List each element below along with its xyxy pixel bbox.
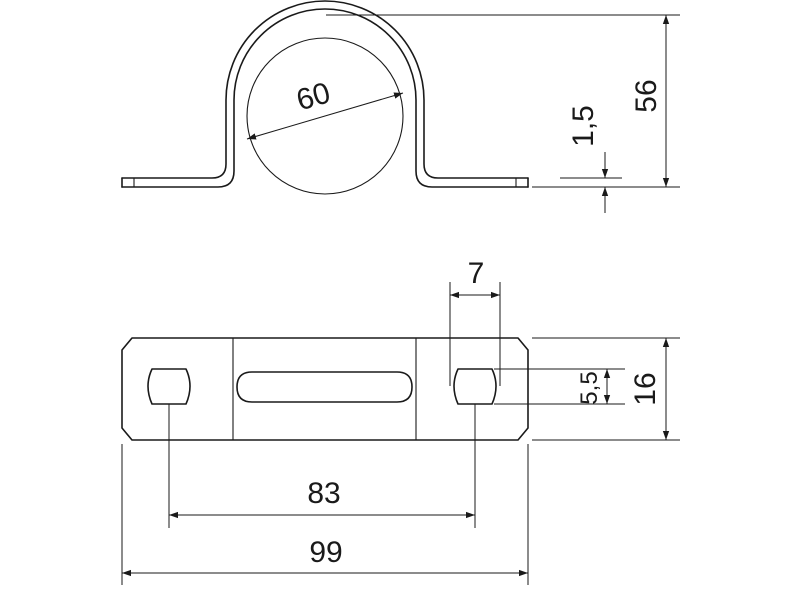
- center-rib: [236, 371, 413, 403]
- thickness-label: 1,5: [567, 105, 600, 147]
- slot-label: 7: [468, 257, 485, 290]
- mounting-hole-left: [147, 368, 191, 405]
- strap-inner-profile: [121, 0, 529, 179]
- hole-label: 5,5: [576, 371, 603, 404]
- width-label: 16: [629, 372, 662, 405]
- height-label: 56: [630, 79, 663, 112]
- side-view: 60 1,5 56: [121, 0, 680, 213]
- mounting-hole-right: [453, 368, 497, 405]
- diameter-label: 60: [293, 76, 334, 117]
- strap-outline: [121, 337, 529, 441]
- length-label: 99: [309, 536, 342, 569]
- top-view: 7 5,5 16 83 99: [121, 257, 680, 585]
- spacing-label: 83: [307, 477, 340, 510]
- diameter-dim-line: [246, 92, 404, 140]
- strap-outer-profile: [121, 8, 529, 188]
